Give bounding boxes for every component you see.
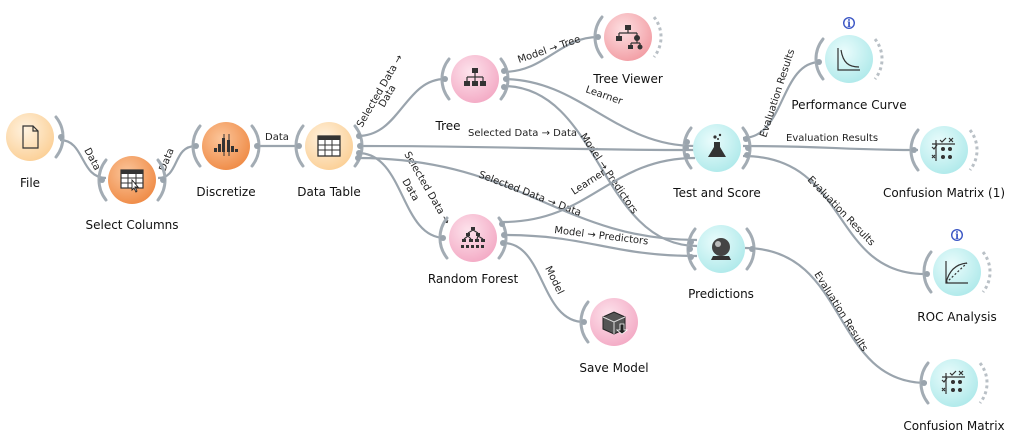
node-label: Tree <box>434 119 460 133</box>
info-badge-text: i <box>955 231 959 242</box>
node-label: Performance Curve <box>791 98 906 112</box>
node-file[interactable]: File <box>6 113 65 190</box>
node-tree-viewer[interactable]: Tree Viewer <box>592 13 663 86</box>
edge-test-score-performance-curve[interactable] <box>742 60 821 140</box>
edge-label-data-table-predictions: Selected Data → Data <box>477 170 583 219</box>
flask-icon <box>708 133 726 157</box>
node-label: Predictions <box>688 287 754 301</box>
confusion-matrix-icon <box>931 137 955 161</box>
edge-label-test-score-confusion1: Evaluation Results <box>786 133 878 144</box>
tree-viewer-icon <box>616 25 643 50</box>
node-label: Select Columns <box>85 218 178 232</box>
select-columns-icon <box>120 169 144 193</box>
edge-test-score-roc[interactable] <box>742 154 926 276</box>
tree-icon <box>464 68 486 86</box>
node-circle <box>825 35 873 83</box>
edge-predictions-confusion[interactable] <box>744 246 928 385</box>
edge-tree-tree-viewer[interactable] <box>502 35 599 74</box>
edge-label-test-score-roc: Evaluation Results <box>805 174 877 248</box>
edge-label-tree-tree-viewer: Model → Tree <box>516 34 582 66</box>
edge-data-table-predictions[interactable] <box>357 156 698 242</box>
node-label: Random Forest <box>428 272 519 286</box>
node-label: Save Model <box>579 361 648 375</box>
roc-curve-icon <box>945 261 968 284</box>
node-label: ROC Analysis <box>917 310 996 324</box>
random-forest-icon <box>461 227 485 248</box>
node-circle <box>202 122 250 170</box>
edge-label-data-table-test-score: Selected Data → Data <box>468 128 577 139</box>
node-random-forest[interactable]: Random Forest <box>428 214 519 286</box>
node-test-score[interactable]: Test and Score <box>672 124 761 200</box>
node-label: File <box>20 176 40 190</box>
edge-label-tree-test-score: Learner <box>584 84 625 107</box>
node-select-columns[interactable]: Select Columns <box>85 156 179 232</box>
info-badge-text: i <box>847 19 851 30</box>
edge-label-test-score-performance-curve: Evaluation Results <box>758 48 797 139</box>
node-performance-curve[interactable]: i Performance Curve <box>791 17 907 112</box>
node-confusion-matrix[interactable]: Confusion Matrix <box>903 359 1005 433</box>
edge-label-random-forest-save-model: Model <box>542 264 565 296</box>
edge-random-forest-test-score[interactable] <box>502 156 696 224</box>
edge-label-file-select-columns: Data <box>81 146 102 172</box>
edge-data-table-random-forest[interactable] <box>357 151 446 240</box>
node-circle <box>604 13 652 61</box>
discretize-icon <box>214 134 238 156</box>
edge-label-predictions-confusion: Evaluation Results <box>811 270 869 354</box>
info-icon[interactable]: i <box>843 17 855 30</box>
node-predictions[interactable]: Predictions <box>686 225 756 301</box>
edge-data-table-test-score[interactable] <box>357 144 696 152</box>
edge-label-select-columns-discretize: Data <box>158 147 177 173</box>
node-confusion-matrix-1[interactable]: Confusion Matrix (1) <box>883 126 1005 200</box>
edge-tree-test-score[interactable] <box>502 77 696 148</box>
table-icon <box>317 135 341 157</box>
edge-label-discretize-data-table: Data <box>265 132 289 143</box>
node-roc-analysis[interactable]: i ROC Analysis <box>917 229 997 324</box>
performance-curve-icon <box>837 48 860 71</box>
edge-label-random-forest-test-score: Learner <box>570 167 609 198</box>
node-tree[interactable]: Tree <box>434 55 510 133</box>
info-icon[interactable]: i <box>951 229 963 242</box>
confusion-matrix-icon <box>941 370 965 394</box>
node-label: Tree Viewer <box>592 72 663 86</box>
edge-random-forest-save-model[interactable] <box>502 241 585 324</box>
node-label: Confusion Matrix <box>903 419 1004 433</box>
save-model-icon <box>602 311 629 335</box>
file-icon <box>22 125 39 149</box>
node-save-model[interactable]: Save Model <box>579 298 649 375</box>
node-data-table[interactable]: Data Table <box>294 122 364 199</box>
node-circle <box>6 113 54 161</box>
edge-data-table-tree[interactable] <box>357 77 446 138</box>
edge-random-forest-predictions[interactable] <box>502 233 698 258</box>
crystal-ball-icon <box>711 238 731 260</box>
node-label: Discretize <box>196 185 255 199</box>
edge-label-data-table-tree-1: Selected Data → <box>355 53 406 129</box>
node-label: Data Table <box>297 185 361 199</box>
node-circle <box>449 214 497 262</box>
node-discretize[interactable]: Discretize <box>191 122 261 199</box>
node-label: Test and Score <box>672 186 760 200</box>
node-circle <box>933 248 981 296</box>
edge-test-score-confusion1[interactable] <box>742 144 919 152</box>
node-label: Confusion Matrix (1) <box>883 186 1005 200</box>
edge-label-random-forest-predictions: Model → Predictors <box>554 225 649 247</box>
